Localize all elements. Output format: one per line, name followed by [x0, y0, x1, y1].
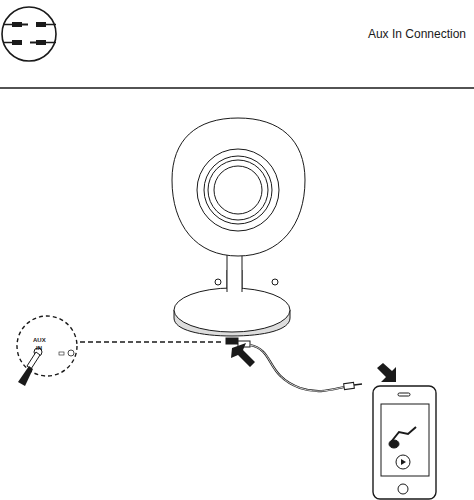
header-title: Aux In Connection	[368, 28, 466, 40]
leader-line	[80, 341, 222, 342]
insert-arrow	[231, 343, 255, 367]
header-rule	[0, 87, 474, 89]
speaker	[172, 118, 305, 344]
jack-label: IN	[36, 345, 42, 351]
cable-icon	[2, 7, 56, 61]
jack-label: AUX	[33, 337, 46, 343]
phone	[373, 386, 436, 499]
aux-cable	[238, 341, 362, 391]
jack-callout	[17, 316, 77, 386]
insert-arrow	[377, 363, 396, 382]
